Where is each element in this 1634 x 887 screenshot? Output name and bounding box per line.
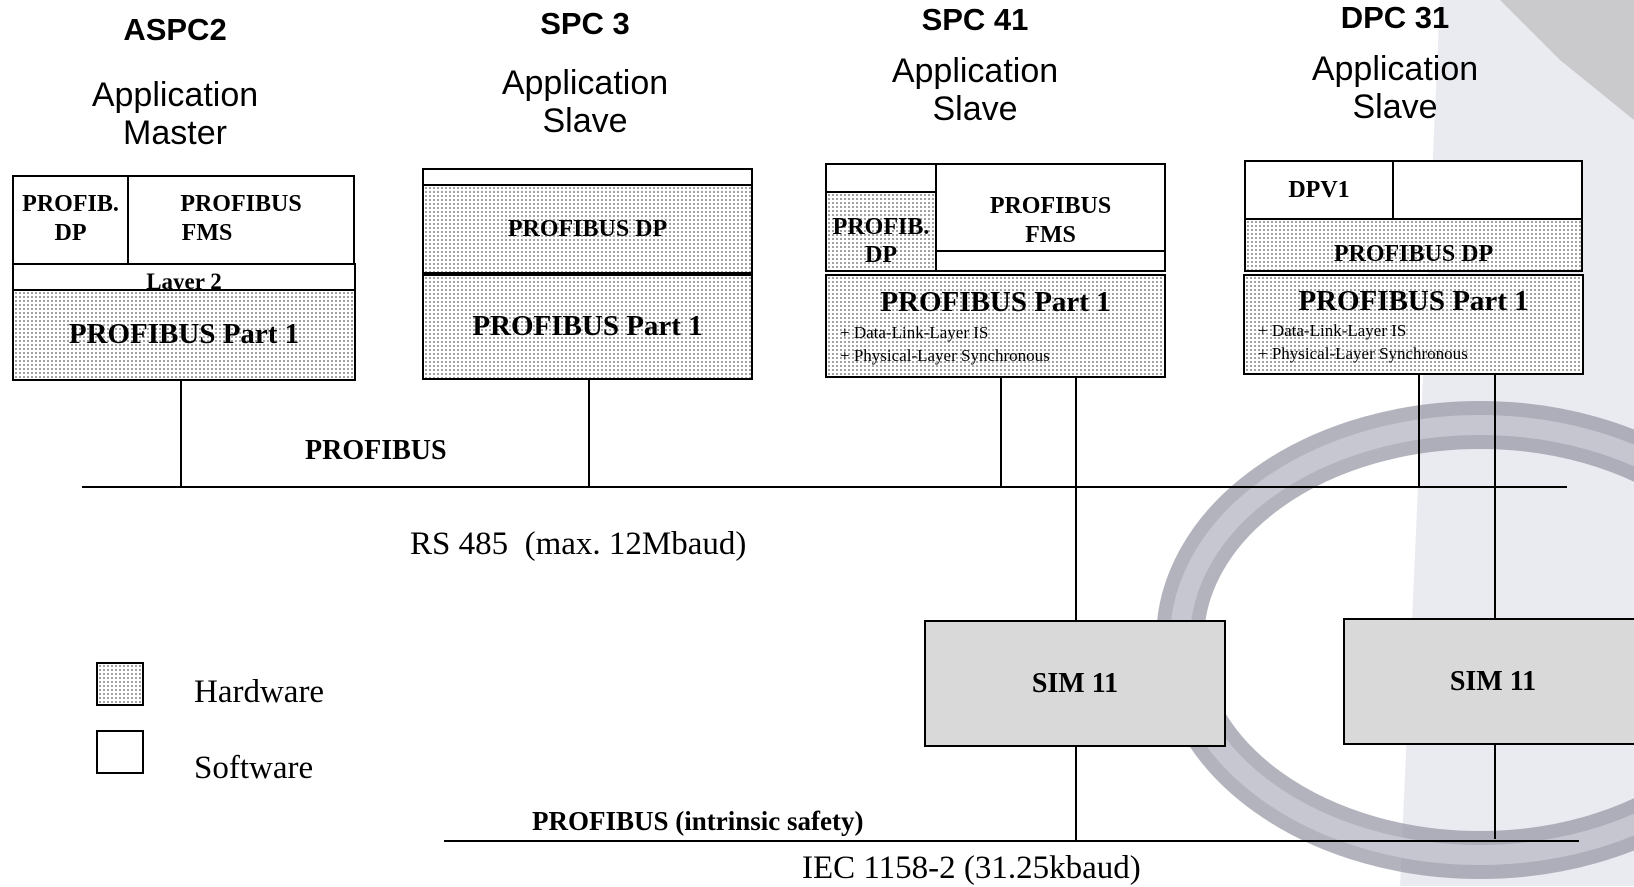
aspc2-dp-line2: DP (54, 220, 87, 246)
chip-role-dpc31-line2: Slave (1352, 88, 1438, 126)
sim11-dpc31-is-drop (1494, 745, 1496, 839)
chip-role-spc3-line2: Slave (542, 102, 628, 140)
dpc31-bus-drop (1418, 375, 1420, 487)
spc41-note-physical: + Physical-Layer Synchronous (840, 346, 1050, 365)
dpc31-to-sim-line (1494, 375, 1496, 618)
aspc2-part1-box (12, 289, 356, 381)
spc3-dp-box (422, 184, 753, 274)
spc41-dp-line2: DP (865, 242, 897, 268)
spc41-to-sim-line (1075, 378, 1077, 620)
dpc31-part1-label: PROFIBUS Part 1 (1298, 285, 1529, 317)
sim11-box-dpc31: SIM 11 (1343, 618, 1634, 745)
spc41-part1-box (825, 274, 1166, 378)
intrinsic-safety-label: PROFIBUS (intrinsic safety) (532, 806, 864, 836)
chip-title-dpc31: DPC 31 (1340, 0, 1450, 35)
legend-software-swatch (96, 730, 144, 774)
chip-title-aspc2: ASPC2 (123, 12, 227, 47)
aspc2-bus-drop (180, 381, 182, 487)
spc3-dp-label: PROFIBUS DP (507, 216, 668, 242)
spc3-bus-drop (588, 380, 590, 487)
profibus-bus-label: PROFIBUS (305, 435, 447, 466)
legend-software-label: Software (194, 750, 314, 786)
profibus-rs485-bus-line (82, 486, 1567, 488)
spc41-part1-label: PROFIBUS Part 1 (880, 286, 1111, 318)
legend-hardware-swatch (96, 662, 144, 706)
aspc2-dp-line1: PROFIB. (22, 191, 119, 217)
spc41-fms-line1: PROFIBUS (989, 193, 1112, 219)
chip-title-spc3: SPC 3 (540, 6, 630, 41)
legend-hardware-label: Hardware (194, 674, 325, 710)
spc41-fms-box (935, 163, 1166, 252)
chip-role-spc41-line2: Slave (932, 90, 1018, 128)
dpc31-empty-box (1392, 160, 1583, 220)
intrinsic-safety-bus-line (444, 840, 1579, 842)
spc41-bus-drop (1000, 378, 1002, 487)
chip-role-aspc2-line1: Application (91, 76, 259, 114)
aspc2-part1-label: PROFIBUS Part 1 (68, 318, 300, 350)
aspc2-fms-box (127, 175, 355, 265)
iec-label: IEC 1158-2 (31.25kbaud) (802, 850, 1141, 886)
chip-role-spc3-line1: Application (501, 64, 669, 102)
rs485-label: RS 485 (max. 12Mbaud) (410, 526, 747, 562)
spc41-top-small-box (825, 163, 937, 193)
spc3-part1-label: PROFIBUS Part 1 (472, 310, 703, 342)
dpc31-note-physical: + Physical-Layer Synchronous (1258, 344, 1468, 363)
chip-role-aspc2-line2: Master (123, 114, 227, 152)
dpc31-note-datalink: + Data-Link-Layer IS (1258, 321, 1407, 340)
chip-role-spc41-line1: Application (891, 52, 1059, 90)
aspc2-fms-line1: PROFIBUS (180, 191, 302, 217)
dpc31-dp-box (1244, 218, 1583, 272)
aspc2-fms-line2: FMS (181, 220, 233, 246)
spc41-fms-base-strip (935, 250, 1166, 272)
spc41-dp-line1: PROFIB. (832, 214, 930, 240)
spc3-part1-box (422, 274, 753, 380)
dpc31-dpv1-label: DPV1 (1288, 177, 1350, 203)
sim11-box-spc41: SIM 11 (924, 620, 1226, 747)
spc41-fms-line2: FMS (1025, 222, 1076, 248)
dpc31-part1-box (1243, 274, 1584, 375)
sim11-spc41-is-drop (1075, 747, 1077, 841)
chip-role-dpc31-line1: Application (1311, 50, 1479, 88)
chip-title-spc41: SPC 41 (921, 2, 1029, 37)
dpc31-dp-label: PROFIBUS DP (1333, 241, 1494, 267)
spc41-dp-box (825, 191, 937, 272)
spc41-note-datalink: + Data-Link-Layer IS (840, 323, 989, 342)
